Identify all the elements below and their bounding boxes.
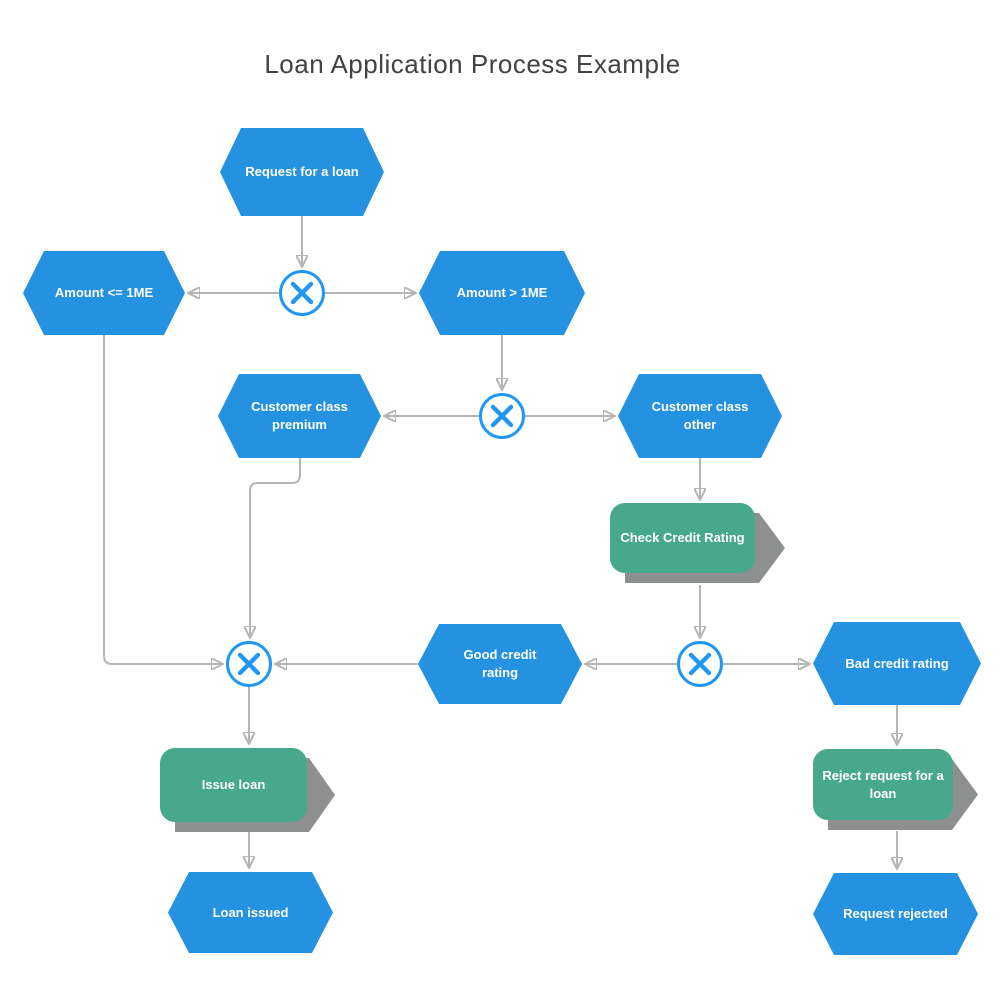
task-check-credit-rating[interactable]: Check Credit Rating <box>610 503 755 573</box>
task-label: Check Credit Rating <box>620 530 745 545</box>
event-bad-credit-rating[interactable]: Bad credit rating <box>813 622 981 705</box>
event-label: Customer class premium <box>251 399 348 432</box>
connector-amount-le-to-xor4 <box>103 335 223 664</box>
xor-icon <box>490 404 514 428</box>
xor-gateway-3[interactable] <box>677 641 723 687</box>
event-label: Request for a loan <box>245 164 359 179</box>
xor-icon <box>237 652 261 676</box>
event-request-for-a-loan[interactable]: Request for a loan <box>220 128 384 216</box>
xor-icon <box>688 652 712 676</box>
event-amount-le-1me[interactable]: Amount <= 1ME <box>23 251 185 335</box>
task-check-credit-rating-group: Check Credit Rating <box>610 503 785 583</box>
event-label: Request rejected <box>843 906 948 921</box>
event-customer-class-premium[interactable]: Customer class premium <box>218 374 381 458</box>
event-label: Amount > 1ME <box>456 285 548 300</box>
task-issue-loan[interactable]: Issue loan <box>160 748 307 822</box>
event-request-rejected[interactable]: Request rejected <box>813 873 978 955</box>
event-label: Customer class other <box>651 399 749 432</box>
xor-gateway-1[interactable] <box>279 270 325 316</box>
event-amount-gt-1me[interactable]: Amount > 1ME <box>419 251 585 335</box>
event-label: Bad credit rating <box>845 655 949 671</box>
task-reject-request-group: Reject request for a loan <box>813 749 978 830</box>
connector-premium-to-xor4 <box>250 458 301 638</box>
task-reject-request[interactable]: Reject request for a loan <box>813 749 953 820</box>
diagram-title: Loan Application Process Example <box>264 49 681 79</box>
event-good-credit-rating[interactable]: Good credit rating <box>418 624 582 704</box>
event-loan-issued[interactable]: Loan issued <box>168 872 333 953</box>
event-label: Amount <= 1ME <box>54 285 154 300</box>
xor-gateway-2[interactable] <box>479 393 525 439</box>
task-label: Issue loan <box>201 777 266 792</box>
xor-gateway-4[interactable] <box>226 641 272 687</box>
task-label: Reject request for a loan <box>822 767 944 801</box>
xor-icon <box>290 281 314 305</box>
event-customer-class-other[interactable]: Customer class other <box>618 374 782 458</box>
event-label: Good credit rating <box>463 647 537 680</box>
task-issue-loan-group: Issue loan <box>160 748 335 832</box>
event-label: Loan issued <box>212 904 289 920</box>
